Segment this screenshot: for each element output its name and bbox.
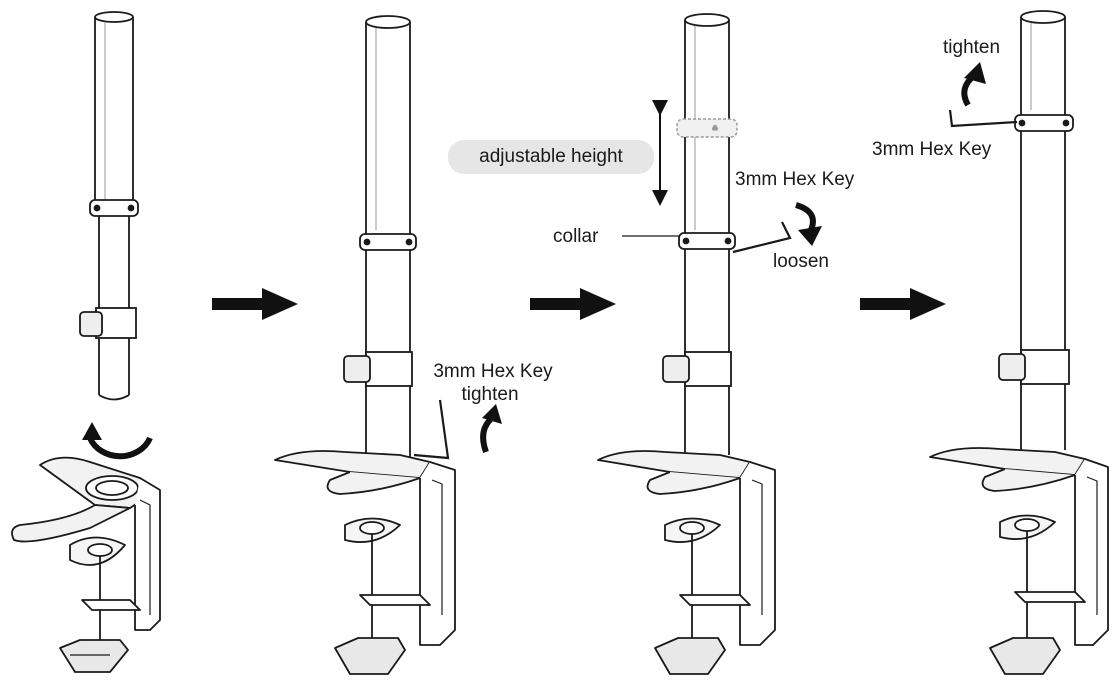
step-3-loosen-arrow [795, 202, 822, 246]
step-4-tighten-label: tighten [943, 37, 1001, 58]
next-step-arrow-2 [530, 288, 616, 320]
step-3-hex-key [732, 221, 792, 254]
step-3-collar [678, 232, 736, 250]
step-4-figure [929, 10, 1109, 675]
step-3-loosen-label: loosen [773, 251, 829, 272]
step-1-pole [94, 11, 134, 401]
step-2-clip [343, 351, 413, 387]
step-1-figure [11, 11, 161, 673]
step-2-tighten-label: tighten [461, 384, 519, 405]
step-1-collar [89, 199, 139, 217]
step-3-hex-key-label: 3mm Hex Key [735, 169, 855, 190]
step-3-clip [662, 351, 732, 387]
collar-label: collar [553, 226, 599, 247]
adjustable-height-label: adjustable height [448, 140, 654, 174]
step-2-base [274, 450, 456, 675]
step-2-hex-key [413, 399, 450, 460]
step-1-rotate-arrow [82, 422, 153, 460]
step-3-base [597, 450, 776, 675]
step-2-tighten-arrow [480, 404, 502, 454]
step-2-collar [359, 233, 417, 251]
step-2-figure [274, 15, 502, 675]
step-4-collar [1014, 114, 1074, 132]
step-4-clip [998, 349, 1070, 385]
step-3-ghost-collar [676, 118, 738, 138]
next-step-arrow-3 [860, 288, 946, 320]
next-step-arrow-1 [212, 288, 298, 320]
step-4-hex-key-label: 3mm Hex Key [872, 139, 992, 160]
step-2-hex-key-label: 3mm Hex Key [433, 361, 553, 382]
step-4-hex-key [948, 109, 1018, 128]
step-1-base [11, 456, 161, 673]
step-4-tighten-arrow [961, 62, 986, 107]
step-4-base [929, 447, 1109, 675]
step-1-clip [79, 307, 137, 339]
step-3-figure [597, 13, 822, 675]
